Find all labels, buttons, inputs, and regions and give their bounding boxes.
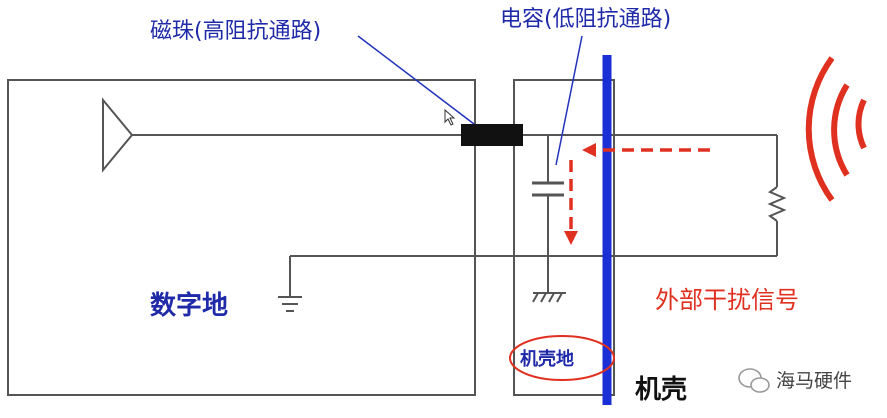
watermark: 海马硬件 [738,368,852,393]
capacitor-label: 电容(低阻抗通路) [500,7,671,32]
mouse-cursor-icon [444,108,456,126]
digital-ground-symbol [278,296,302,312]
chassis-ground-label: 机壳地 [520,348,574,370]
chassis-label: 机壳 [635,375,687,405]
ferrite-bead-label: 磁珠(高阻抗通路) [150,19,321,44]
signal-source-icon [102,97,134,173]
digital-ground-label: 数字地 [150,290,228,321]
capacitor-callout-line [555,35,583,166]
chassis-ground-highlight [509,335,615,381]
chassis-ground-symbol [532,292,566,303]
resistor-icon [767,186,787,222]
interference-wave-icon [805,56,867,202]
interference-arrow-left [582,143,596,157]
watermark-text: 海马硬件 [776,370,852,392]
ferrite-bead-callout-line [357,35,475,125]
digital-board-outline [7,79,476,396]
ferrite-bead-icon [461,124,523,146]
chassis-compartment-outline [513,79,615,396]
wechat-icon [738,368,770,393]
interference-arrow-down [564,231,578,245]
interference-label: 外部干扰信号 [655,286,799,314]
